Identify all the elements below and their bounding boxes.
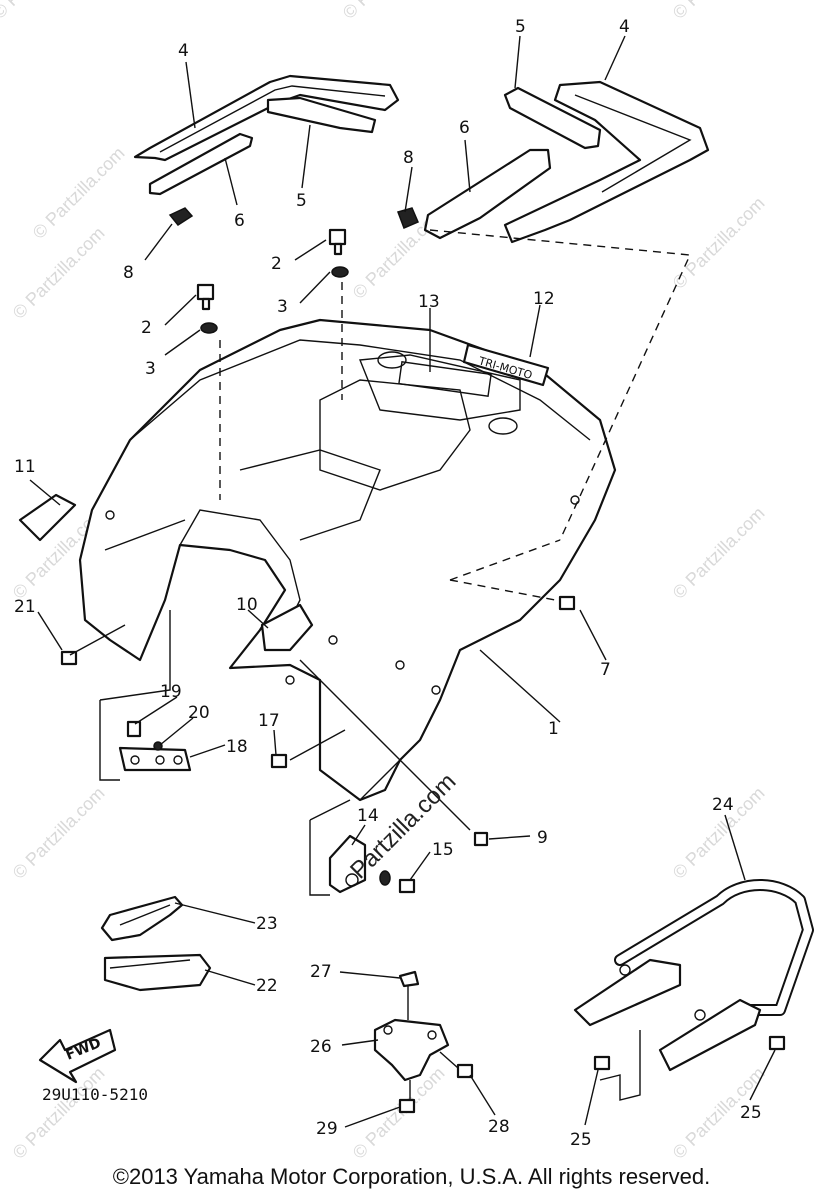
right-rear-guard-bracket-group — [397, 80, 710, 244]
bolt-2-left — [196, 283, 215, 301]
watermark-text: © Partzilla.com — [669, 193, 769, 293]
screw-7 — [558, 595, 576, 611]
callout-1: 1 — [548, 719, 559, 739]
callout-3: 3 — [277, 297, 288, 317]
screw-9 — [473, 831, 489, 847]
bolt-washer-group — [196, 228, 349, 334]
callout-29: 29 — [316, 1119, 338, 1139]
bracket-18 — [118, 746, 192, 772]
callout-22: 22 — [256, 976, 278, 996]
callout-28: 28 — [488, 1117, 510, 1137]
callout-20: 20 — [188, 703, 210, 723]
pad-22 — [103, 953, 212, 992]
copyright-footer: ©2013 Yamaha Motor Corporation, U.S.A. A… — [112, 1164, 711, 1189]
callout-21: 21 — [14, 597, 36, 617]
washer-16 — [379, 870, 391, 886]
watermark-text: © Partzilla.com — [29, 143, 129, 243]
callout-23: 23 — [256, 914, 278, 934]
callout-7: 7 — [600, 660, 611, 680]
stay-5-right — [503, 86, 602, 150]
callout-26: 26 — [310, 1037, 332, 1057]
bolt-15 — [398, 878, 416, 894]
watermark-text: © Partzilla.com — [0, 0, 89, 23]
callout-3: 3 — [145, 359, 156, 379]
decal-11 — [18, 493, 77, 542]
watermark-text: © Partzilla.com — [669, 0, 769, 23]
fastener-group — [60, 595, 576, 894]
screw-29 — [398, 1098, 416, 1114]
watermark-text: © Partzilla.com — [9, 783, 109, 883]
watermark-text: © Partzilla.com — [669, 503, 769, 603]
callout-2: 2 — [141, 318, 152, 338]
callout-labels: 4 5 4 6 8 6 5 8 2 3 2 3 13 12 11 21 10 1… — [14, 17, 762, 1150]
seat-pad-group — [100, 895, 212, 992]
stay-6-right — [423, 148, 552, 240]
fender-body — [78, 318, 617, 802]
hinge-26 — [373, 1018, 450, 1082]
pad-27 — [398, 970, 420, 988]
strap-23 — [100, 895, 184, 942]
watermark-text: © Partzilla.com — [9, 223, 109, 323]
callout-2: 2 — [271, 254, 282, 274]
bracket-14 — [328, 834, 367, 894]
callout-14: 14 — [357, 806, 379, 826]
watermark-text: © Partzilla.com — [9, 1063, 109, 1163]
guide-lines — [69, 229, 692, 1101]
clip-10 — [260, 603, 314, 652]
washer-20 — [153, 741, 163, 751]
stay-5-left — [266, 96, 377, 134]
grommet-8-right — [397, 207, 419, 229]
screw-17 — [270, 753, 288, 769]
callout-8: 8 — [403, 148, 414, 168]
callout-4: 4 — [619, 17, 630, 37]
watermark-text: © Partzilla.com — [349, 1063, 449, 1163]
callout-13: 13 — [418, 292, 440, 312]
callout-27: 27 — [310, 962, 332, 982]
screw-28 — [456, 1063, 474, 1079]
leader-lines — [29, 35, 776, 1128]
screw-21 — [60, 650, 78, 666]
bolt-2-right — [328, 228, 347, 246]
callout-18: 18 — [226, 737, 248, 757]
washer-3-left — [200, 322, 218, 334]
callout-25: 25 — [570, 1130, 592, 1150]
guard-bracket-4-left — [133, 74, 400, 162]
callout-12: 12 — [533, 289, 555, 309]
bolt-2-right-shank — [333, 242, 343, 256]
grab-bar-24 — [573, 879, 814, 1072]
callout-25: 25 — [740, 1103, 762, 1123]
grommet-8-left — [168, 207, 194, 226]
callout-4: 4 — [178, 41, 189, 61]
watermark-text: © Partzilla.com — [339, 0, 439, 23]
stay-6-left — [148, 132, 254, 196]
latch-group — [373, 970, 474, 1114]
callout-9: 9 — [537, 828, 548, 848]
callout-10: 10 — [236, 595, 258, 615]
callout-11: 11 — [14, 457, 36, 477]
callout-15: 15 — [432, 840, 454, 860]
fender-panel-recess — [398, 361, 492, 397]
callout-8: 8 — [123, 263, 134, 283]
callout-6: 6 — [459, 118, 470, 138]
rear-fender-1 — [78, 318, 617, 802]
bolt-2-left-shank — [201, 297, 211, 311]
callout-24: 24 — [712, 795, 734, 815]
bolt-25-right — [768, 1035, 786, 1051]
washer-3-right — [331, 266, 349, 278]
bolt-19 — [126, 720, 142, 738]
diagram-code: 29U110-5210 — [42, 1085, 148, 1104]
callout-5: 5 — [515, 17, 526, 37]
bolt-25-left — [593, 1055, 611, 1071]
left-rear-guard-bracket-group — [133, 74, 400, 226]
callout-6: 6 — [234, 211, 245, 231]
callout-17: 17 — [258, 711, 280, 731]
callout-5: 5 — [296, 191, 307, 211]
callout-19: 19 — [160, 682, 182, 702]
guard-bracket-4-right — [503, 80, 710, 244]
